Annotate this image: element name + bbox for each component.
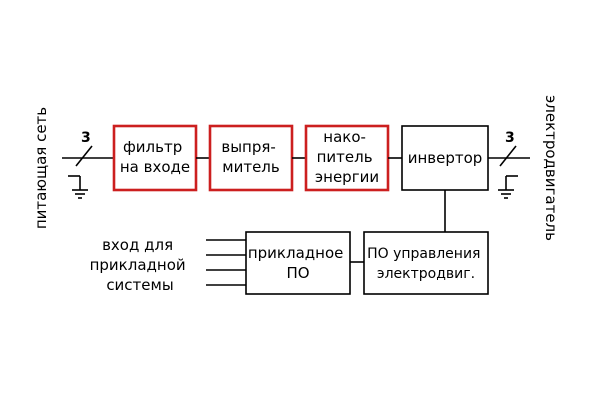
inverter-block [401,125,489,191]
input-phase-count: 3 [81,130,91,146]
svg-text:выпря- митель: выпря- митель [221,138,280,176]
application-input-label-line-2: прикладной [90,256,186,274]
supply-network-label: питающая сеть [32,107,50,229]
svg-text:ПО управления электродвиг.: ПО управления электродвиг. [367,246,485,282]
output-phase-slash [499,145,517,167]
input-line-group: 3 [62,130,114,199]
rectifier-line-1: выпря- [221,138,275,156]
application-software-line-1: прикладное [248,244,344,262]
input-ground-icon [68,175,88,199]
inverter-label: инвертор [408,149,483,167]
application-input-label-line-3: системы [106,276,173,294]
svg-text:прикладное ПО: прикладное ПО [248,244,348,282]
svg-text:вход для прикладной си: вход для прикладной системы [90,236,191,294]
input-filter-line-2: на входе [120,158,190,176]
input-filter-block [112,124,198,192]
application-software-block [245,231,351,295]
application-input-label-line-1: вход для [102,236,173,254]
svg-text:фильтр на входе: фильтр на входе [120,138,190,176]
motor-control-software-line-2: электродвиг. [377,266,475,282]
input-phase-slash [75,145,93,167]
output-ground-icon [498,175,518,199]
application-software-line-2: ПО [286,264,309,282]
energy-storage-line-3: энергии [315,168,379,186]
application-input-lines [206,239,246,286]
motor-control-software-block [363,231,489,295]
energy-storage-block [304,124,390,192]
input-filter-line-1: фильтр [123,138,182,156]
motor-control-software-line-1: ПО управления [367,246,480,262]
output-line-group: 3 [488,130,530,199]
rectifier-line-2: митель [222,158,279,176]
svg-text:нако- питель энергии: нако- питель энергии [315,128,379,186]
energy-storage-line-2: питель [317,148,373,166]
output-phase-count: 3 [505,130,515,146]
energy-storage-line-1: нако- [323,128,366,146]
electric-motor-label: электродвигатель [542,95,560,241]
